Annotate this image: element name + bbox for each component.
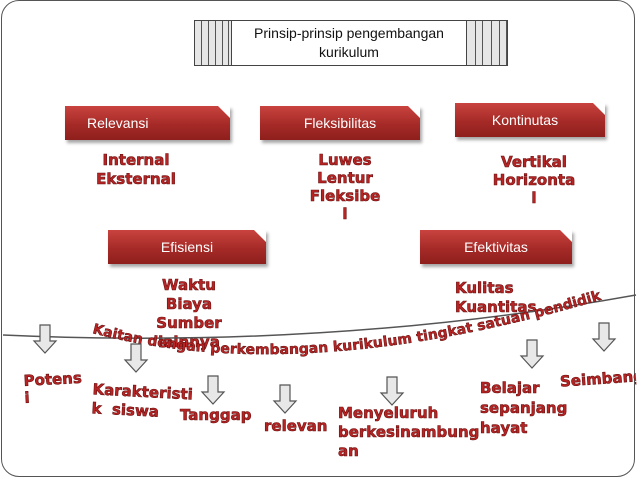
arrow-down-icon: [32, 324, 58, 354]
outcome-relevan-line: relevan: [264, 417, 328, 436]
efisiensi-item: Waktu: [162, 276, 217, 295]
kontinuitas-item: Vertikal: [501, 153, 568, 172]
kontinuitas-item: Horizonta: [492, 171, 576, 190]
fleksibilitas-item: Fleksibe: [309, 187, 381, 206]
arrow-down-icon: [519, 339, 545, 369]
title-line-2: kurikulum: [319, 44, 379, 60]
curve-label: Kaitan dengan perkembangan kurikulum tin…: [0, 0, 604, 358]
outcome-belajar-line: sepanjang: [480, 399, 568, 418]
outcome-belajar: Belajar sepanjang hayat: [480, 378, 570, 438]
relevansi-item: Eksternal: [96, 170, 176, 189]
outcome-menyeluruh: Menyeluruh berkesinambung an: [338, 404, 480, 461]
efektivitas-item: Kuantitas: [455, 298, 537, 317]
outcome-menyeluruh-line: an: [338, 442, 359, 461]
title-stripes-right: [469, 21, 507, 65]
efektivitas-items: Kulitas Kuantitas: [455, 279, 547, 317]
arrow-down-icon: [591, 322, 617, 352]
efisiensi-item: Sumber: [156, 314, 222, 333]
principle-efektivitas: Efektivitas: [420, 230, 572, 264]
outcome-belajar-line: hayat: [480, 419, 528, 438]
principle-fleksibilitas: Fleksibilitas: [260, 106, 420, 140]
outcome-potensi: Potens i: [23, 369, 95, 408]
title-stripes-left: [195, 21, 231, 65]
fleksibilitas-items: Luwes Lentur Fleksibe l: [305, 151, 385, 224]
efektivitas-item: Kulitas: [455, 279, 514, 298]
efisiensi-item: Biaya: [165, 295, 213, 314]
fleksibilitas-item: l: [342, 205, 348, 224]
outcome-tanggap-line: Tanggap: [180, 406, 252, 425]
principle-kontinuitas: Kontinutas: [455, 103, 605, 137]
curve-label-path: Kaitan dengan perkembangan kurikulum tin…: [0, 0, 604, 358]
outcome-relevan: relevan: [264, 417, 334, 436]
fleksibilitas-item: Lentur: [317, 169, 373, 188]
title-line-1: Prinsip-prinsip pengembangan: [254, 25, 444, 41]
title-box: Prinsip-prinsip pengembangan kurikulum: [194, 20, 508, 66]
title-text: Prinsip-prinsip pengembangan kurikulum: [231, 21, 467, 65]
arrow-down-icon: [379, 376, 405, 406]
kontinuitas-items: Vertikal Horizonta l: [488, 153, 580, 208]
outcome-tanggap: Tanggap: [180, 406, 260, 425]
outcome-menyeluruh-line: Menyeluruh: [338, 404, 439, 423]
outcome-belajar-line: Belajar: [480, 379, 540, 398]
arrow-down-icon: [272, 384, 298, 414]
kontinuitas-item: l: [531, 189, 537, 208]
connector-curve: [2, 294, 637, 339]
arrow-down-icon: [200, 375, 226, 405]
fleksibilitas-item: Luwes: [318, 151, 372, 170]
arrow-down-icon: [123, 343, 149, 373]
relevansi-item: Internal: [102, 151, 170, 170]
outcome-menyeluruh-line: berkesinambung: [338, 423, 480, 442]
relevansi-items: Internal Eksternal: [95, 151, 177, 189]
principle-relevansi: Relevansi: [65, 106, 230, 140]
principle-efisiensi: Efisiensi: [108, 230, 266, 264]
